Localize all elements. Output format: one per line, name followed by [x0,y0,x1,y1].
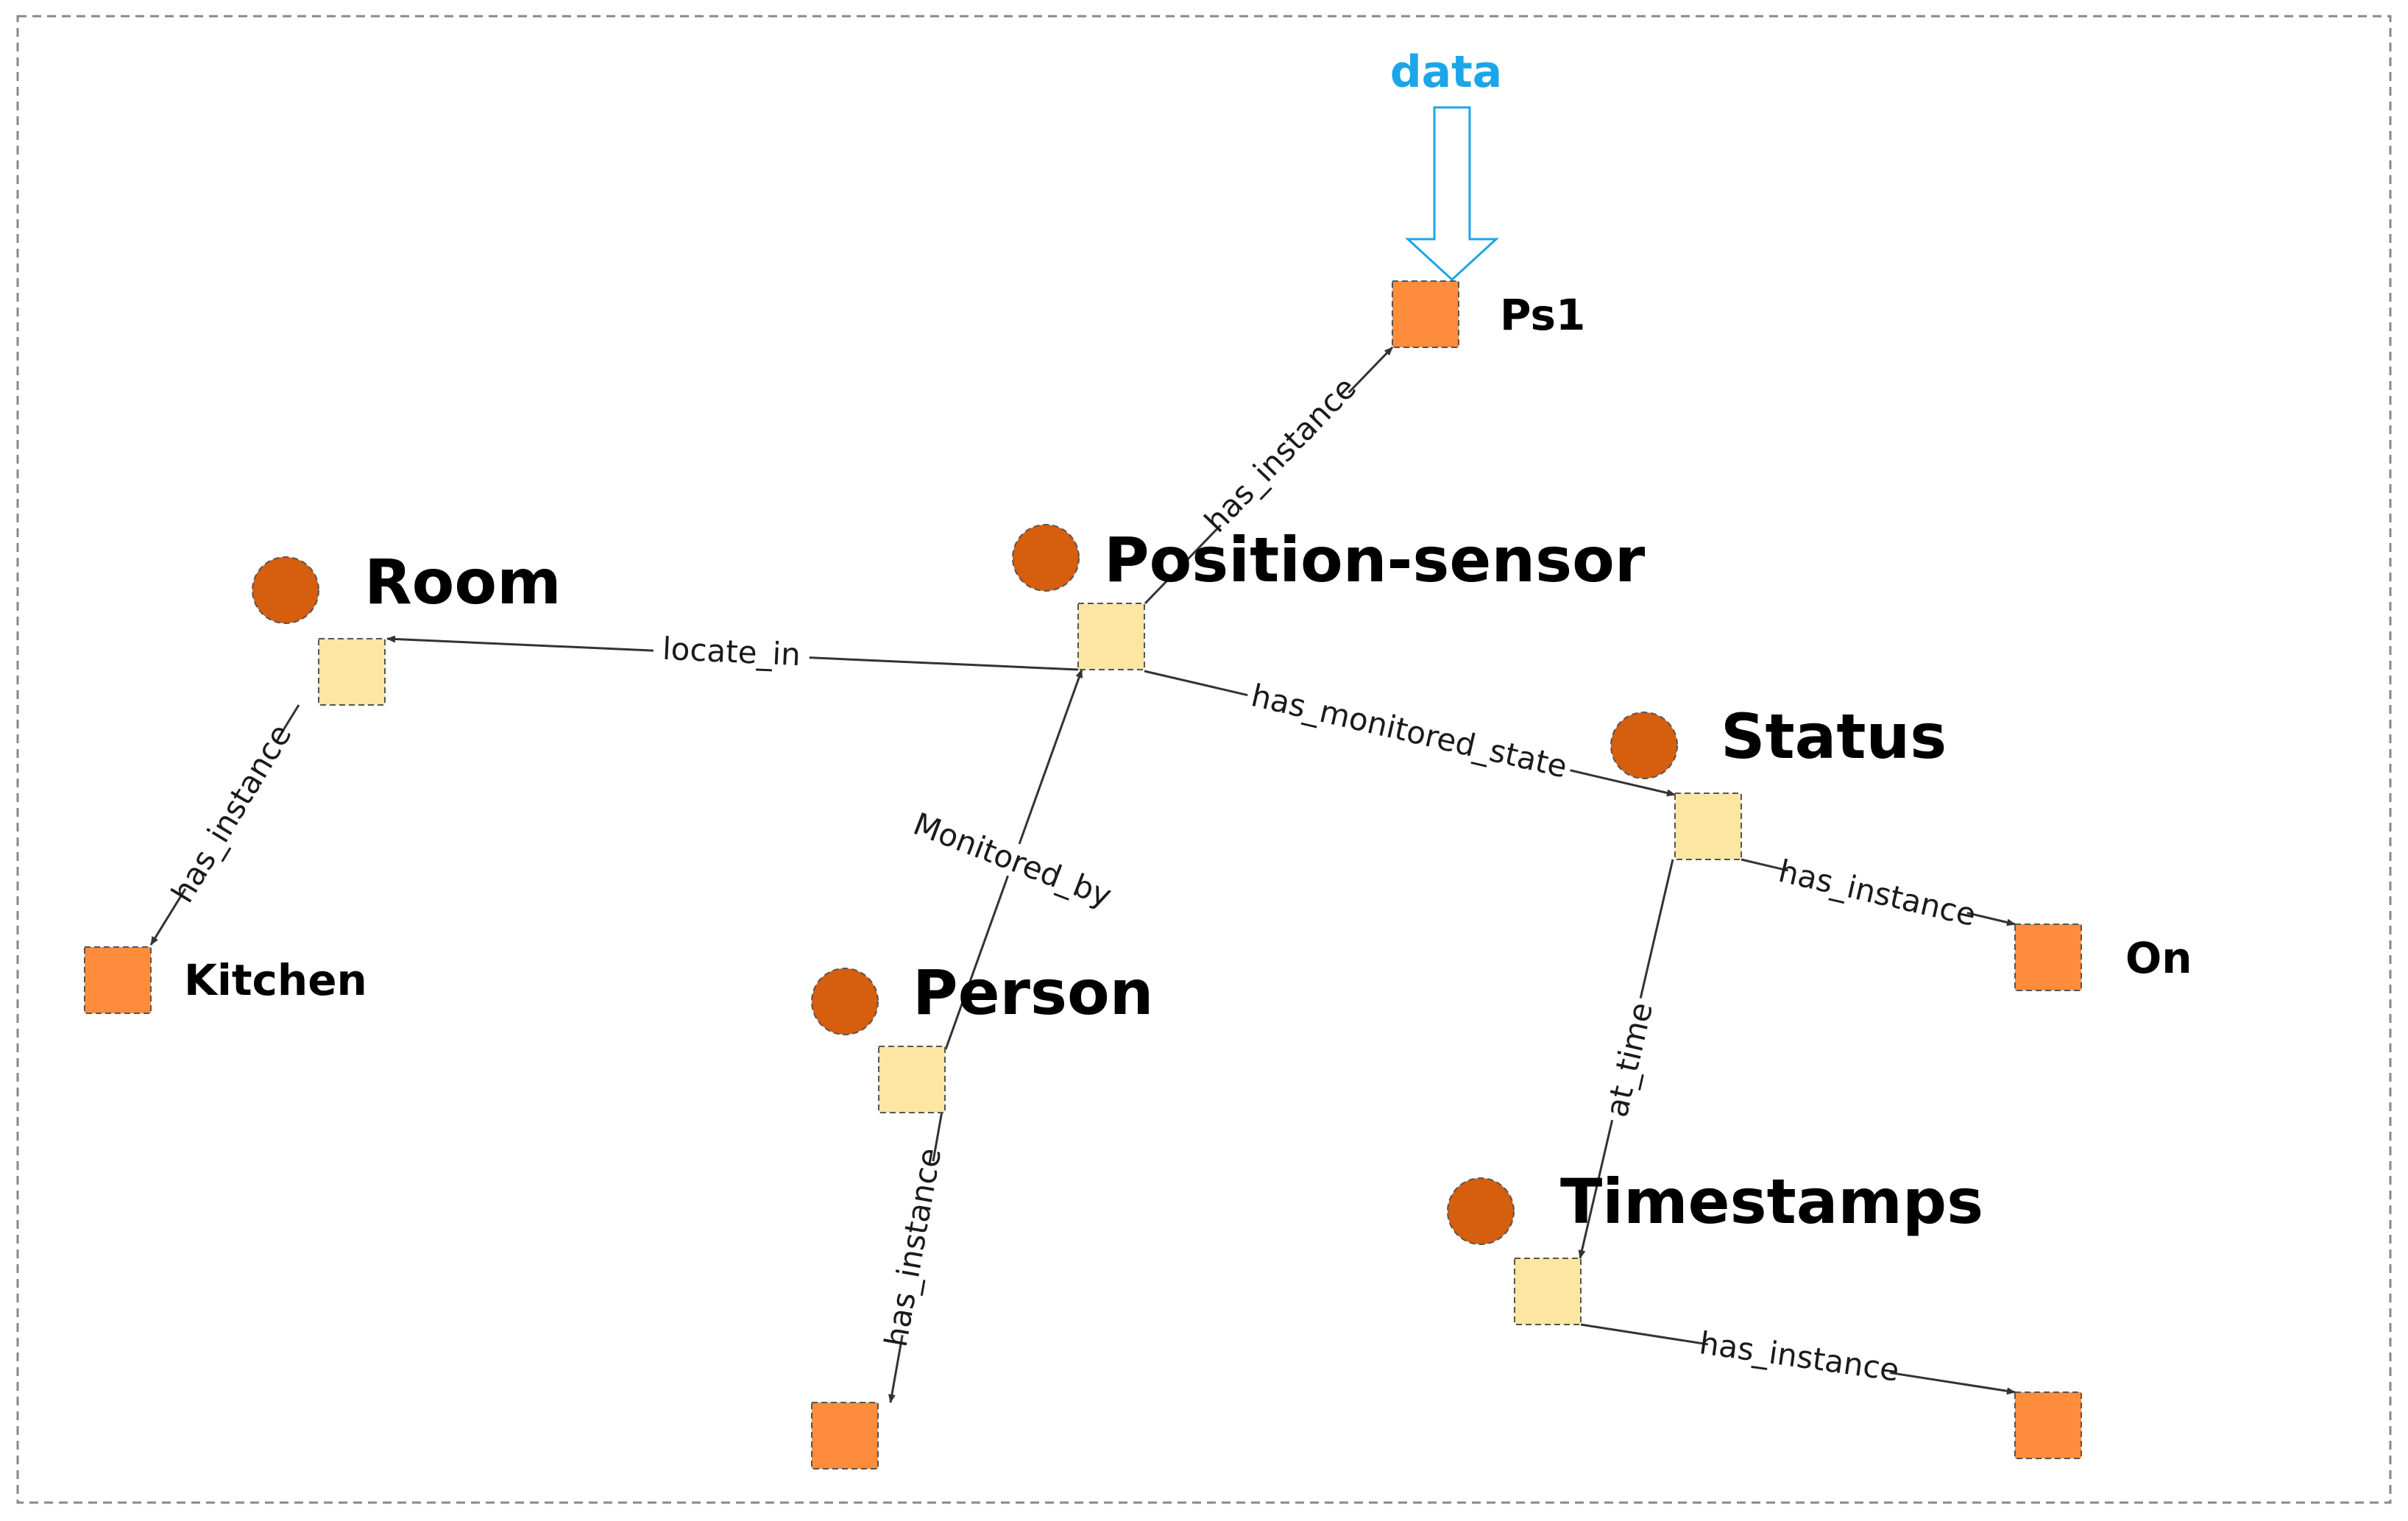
class-node-person: Person [811,957,1153,1113]
class-circle-icon [811,968,879,1035]
class-label-person: Person [913,957,1153,1029]
class-square-icon [1674,793,1742,860]
instance-label-on: On [2125,933,2192,983]
instance-node-person-instance [811,1402,879,1469]
class-node-timestamps: Timestamps [1447,1166,1983,1325]
instance-square-icon [2014,923,2082,991]
class-circle-icon [1447,1177,1515,1245]
instance-square-icon [811,1402,879,1469]
class-node-status: Status [1610,701,1947,860]
edge-label-room-has-instance: has_instance [164,718,299,909]
class-square-icon [1514,1258,1582,1325]
class-node-room: Room [252,546,562,706]
class-node-position-sensor: Position-sensor [1012,524,1646,670]
instance-node-kitchen: Kitchen [84,946,367,1014]
class-label-room: Room [364,546,562,618]
class-circle-icon [252,556,319,624]
data-input: data [1390,46,1503,282]
data-input-label: data [1390,46,1503,98]
class-circle-icon [1012,524,1080,592]
edge-label-monitored-by: Monitored_by [909,806,1116,914]
instance-node-ps1: Ps1 [1392,280,1585,348]
edge-label-ps-has-instance: has_instance [1197,369,1363,539]
instance-label-ps1: Ps1 [1500,290,1585,340]
instance-label-kitchen: Kitchen [184,955,367,1005]
class-square-icon [318,638,386,706]
edge-label-at-time: at_time [1598,999,1660,1121]
class-label-timestamps: Timestamps [1560,1166,1983,1238]
instance-node-on: On [2014,923,2192,991]
instance-square-icon [2014,1391,2082,1459]
edge-label-has-monitored-state: has_monitored_state [1248,677,1570,784]
class-square-icon [1077,603,1145,670]
outer-frame [16,15,2392,1504]
edge-label-timestamps-has-instance: has_instance [1697,1325,1901,1389]
instance-node-timestamps-instance [2014,1391,2082,1459]
edge-label-person-has-instance: has_instance [878,1145,949,1350]
instance-square-icon [84,946,152,1014]
class-label-status: Status [1721,701,1947,773]
class-label-position-sensor: Position-sensor [1104,524,1646,596]
class-square-icon [878,1046,946,1113]
instance-square-icon [1392,280,1459,348]
data-input-arrow [1405,106,1499,282]
class-circle-icon [1610,712,1678,779]
edge-label-status-has-instance: has_instance [1775,853,1979,933]
edge-label-locate-in: locate_in [662,631,801,673]
